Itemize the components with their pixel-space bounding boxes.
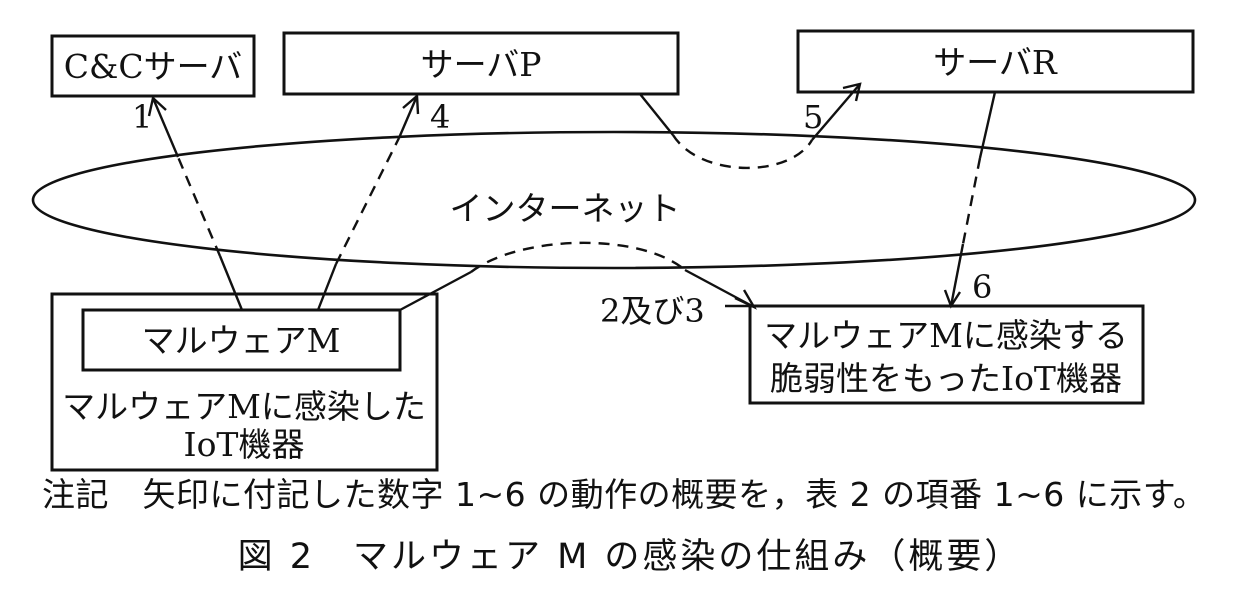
vulnerable-device-label-line1: マルウェアMに感染する [764, 316, 1128, 355]
cc-server-label: C&Cサーバ [64, 47, 243, 86]
server-p-node: サーバP [282, 31, 680, 96]
malware-m-node: マルウェアM [81, 308, 402, 372]
arrow-5-label: 5 [803, 98, 823, 136]
figure-note: 注記 矢印に付記した数字 1~6 の動作の概要を，表 2 の項番 1~6 に示す… [42, 475, 1207, 514]
arrow-2-and-3: 2及び3 [399, 241, 758, 330]
infected-device-label-line1: マルウェアMに感染した [62, 387, 426, 426]
server-r-node: サーバR [796, 29, 1195, 94]
arrow-2-and-3-label: 2及び3 [600, 292, 705, 330]
infected-device-label-line2: IoT機器 [184, 425, 305, 464]
arrow-5: 5 [639, 82, 862, 170]
arrow-1: 1 [132, 95, 244, 311]
malware-m-label: マルウェアM [142, 321, 341, 360]
arrow-6-label: 6 [972, 268, 992, 306]
arrow-4-label: 4 [430, 98, 450, 136]
internet-label: インターネット [450, 189, 681, 228]
server-r-label: サーバR [933, 43, 1058, 82]
vulnerable-device-label-line2: 脆弱性をもったIoT機器 [770, 359, 1122, 398]
cc-server-node: C&Cサーバ [50, 34, 256, 98]
vulnerable-iot-device-node: マルウェアMに感染する 脆弱性をもったIoT機器 [748, 304, 1145, 405]
figure-caption: 図 2 マルウェア M の感染の仕組み（概要） [237, 537, 1023, 577]
arrow-4: 4 [316, 93, 450, 311]
arrow-1-label: 1 [132, 98, 152, 136]
internet-cloud [31, 130, 1197, 270]
server-p-label: サーバP [421, 45, 542, 84]
arrow-6: 6 [943, 91, 997, 309]
